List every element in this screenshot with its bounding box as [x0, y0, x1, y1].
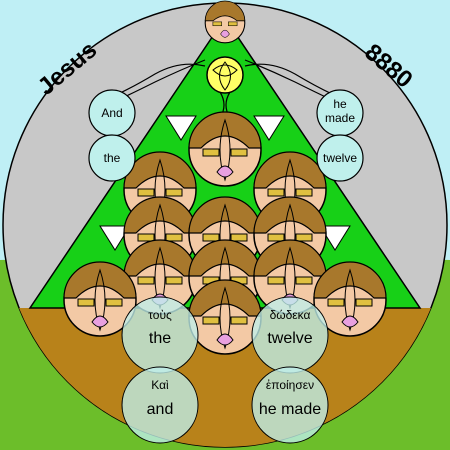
- face-medallion: [188, 111, 262, 187]
- chain-left: [117, 59, 206, 101]
- big-circle-he-made-greek: ἐποίησεν: [266, 378, 314, 392]
- big-circle-and: Καὶ and: [121, 366, 199, 444]
- face-medallion: [63, 261, 137, 337]
- small-circle-the-text: the: [104, 151, 121, 165]
- small-circle-and: And: [88, 89, 136, 137]
- big-circle-and-greek: Καὶ: [151, 378, 169, 392]
- big-circle-twelve: δώδεκα twelve: [251, 296, 329, 374]
- small-circle-he-made: he made: [316, 89, 364, 137]
- big-circle-twelve-english: twelve: [267, 330, 312, 347]
- big-circle-twelve-greek: δώδεκα: [270, 308, 311, 322]
- notch-right-top: [253, 115, 285, 141]
- big-circle-and-english: and: [147, 401, 174, 418]
- chain-right: [244, 59, 333, 101]
- notch-left-bottom: [99, 225, 131, 251]
- top-face: [204, 0, 246, 44]
- small-circle-made-text: made: [325, 111, 355, 125]
- big-circle-he-made-english: he made: [259, 401, 321, 418]
- small-circle-twelve: twelve: [316, 134, 364, 182]
- notch-right-bottom: [319, 225, 351, 251]
- big-circle-he-made: ἐποίησεν he made: [251, 366, 329, 444]
- small-circle-he-text: he: [333, 97, 347, 111]
- small-circle-and-text: And: [101, 106, 122, 120]
- small-circle-the: the: [88, 134, 136, 182]
- small-circle-twelve-text: twelve: [323, 151, 357, 165]
- faces-group: [63, 111, 387, 355]
- notch-left-top: [165, 115, 197, 141]
- face-medallion: [188, 279, 262, 355]
- yellow-knot: [206, 56, 244, 94]
- big-circle-the-greek: τοὺς: [148, 308, 172, 322]
- big-circle-the-english: the: [149, 330, 171, 347]
- big-circle-the: τοὺς the: [121, 296, 199, 374]
- face-medallion: [313, 261, 387, 337]
